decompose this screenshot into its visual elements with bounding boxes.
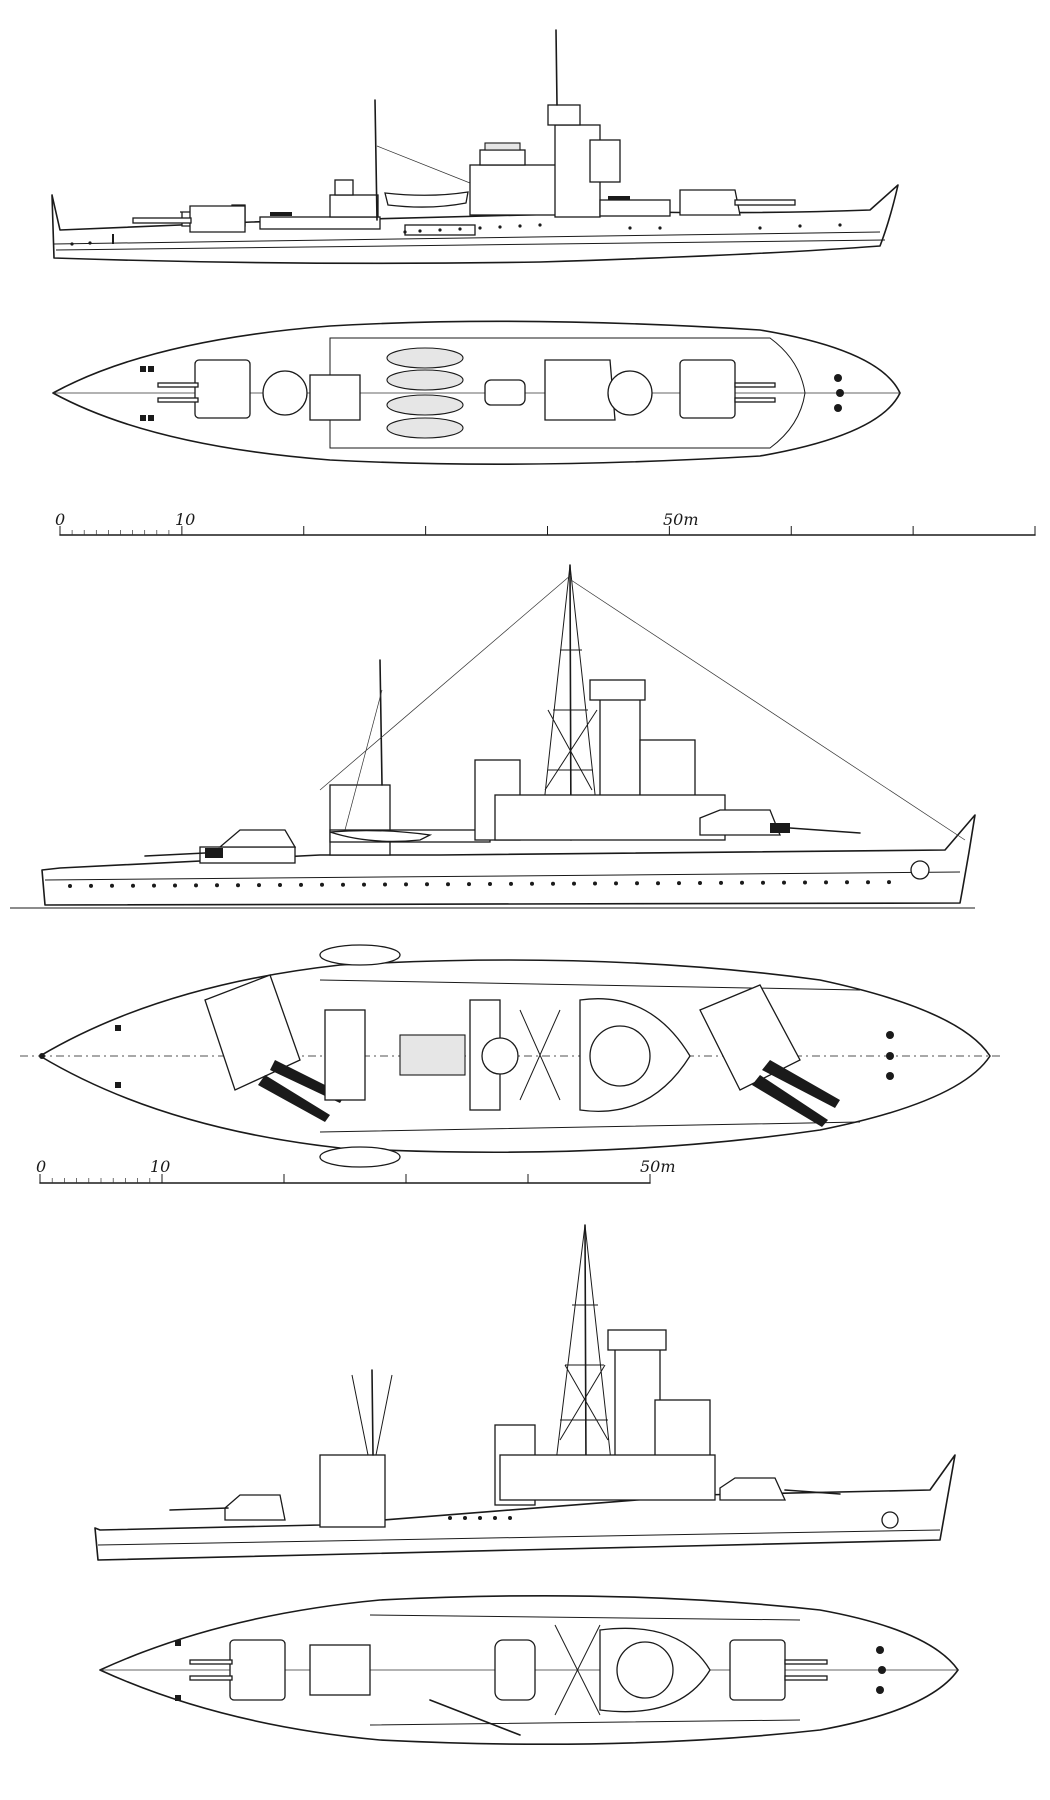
ship-boat [384, 191, 469, 208]
porthole [68, 884, 72, 888]
aft-gun-barrel [734, 199, 796, 206]
porthole [404, 882, 408, 887]
porthole [824, 880, 828, 885]
ship-1-side-profile [51, 29, 899, 265]
aft-turret [679, 189, 741, 216]
porthole [803, 880, 807, 885]
porthole [761, 880, 765, 885]
porthole [572, 881, 576, 886]
fore-superstructure-3 [319, 1454, 386, 1528]
ship-1-plan-view [52, 320, 901, 465]
ship-3-plan-view [99, 1594, 959, 1746]
porthole [215, 883, 219, 888]
porthole [509, 881, 513, 886]
fore-turret-3 [224, 1494, 286, 1521]
porthole [383, 882, 387, 887]
fore-mast [374, 99, 378, 221]
scale-bar-1: 0 10 50m [55, 510, 1036, 536]
porthole [719, 880, 723, 885]
fire-control-top-3 [607, 1329, 667, 1351]
tripod-mast-2 [569, 564, 572, 841]
scale-2-label-50m: 50m [640, 1157, 676, 1176]
porthole [740, 880, 744, 885]
fore-gun-barrel [132, 217, 192, 224]
porthole [446, 882, 450, 887]
fore-turret-plan [194, 359, 251, 419]
ship-2-plan-view [20, 944, 1000, 1168]
scale-1-label-0: 0 [55, 510, 65, 529]
porthole [614, 881, 618, 886]
porthole [656, 881, 660, 886]
anchor-hawse-2 [910, 860, 930, 880]
porthole [362, 882, 366, 887]
aft-turret-plan [679, 359, 736, 419]
tripod-mast-3 [584, 1224, 587, 1471]
fire-control-top [547, 104, 581, 126]
scale-1-label-10: 10 [175, 510, 195, 529]
porthole [194, 883, 198, 888]
fore-turret-plan-3 [229, 1639, 286, 1701]
porthole [677, 881, 681, 886]
porthole [320, 882, 324, 887]
porthole [299, 882, 303, 887]
porthole [278, 883, 282, 887]
porthole [110, 883, 114, 888]
porthole [488, 882, 492, 886]
porthole [866, 880, 870, 885]
fore-turret [189, 205, 246, 233]
aft-turret-plan-3 [729, 1639, 786, 1701]
porthole [341, 882, 345, 887]
fore-mast-2 [379, 659, 383, 786]
porthole [173, 883, 177, 888]
boat-starboard [319, 1146, 401, 1168]
porthole [257, 883, 261, 888]
porthole [131, 883, 135, 888]
boat-port [319, 944, 401, 966]
porthole [425, 882, 429, 887]
porthole [593, 881, 597, 886]
scale-bar-2: 0 10 50m [36, 1157, 676, 1184]
fore-turret-2 [218, 829, 297, 848]
porthole [845, 880, 849, 885]
fire-control-plan-2 [589, 1025, 651, 1087]
scale-2-label-0: 0 [36, 1157, 46, 1176]
porthole [236, 883, 240, 888]
porthole [698, 881, 702, 885]
fire-control-top-2 [589, 679, 646, 701]
porthole [887, 880, 891, 885]
ship-2-side-profile [10, 564, 976, 909]
porthole [530, 881, 534, 886]
main-mast [555, 29, 558, 106]
porthole [782, 880, 786, 885]
ship-3-side-profile [94, 1224, 956, 1561]
aft-turret-2 [699, 809, 781, 836]
porthole [152, 883, 156, 888]
fire-control-plan-3 [616, 1641, 674, 1699]
porthole [89, 883, 93, 888]
anchor-hawse-3 [881, 1511, 899, 1529]
porthole [551, 881, 555, 886]
scale-1-label-50m: 50m [663, 510, 699, 529]
porthole [635, 881, 639, 886]
porthole [467, 882, 471, 887]
fore-mast-3 [371, 1369, 374, 1456]
scale-2-label-10: 10 [150, 1157, 170, 1176]
aft-turret-3 [719, 1477, 787, 1501]
